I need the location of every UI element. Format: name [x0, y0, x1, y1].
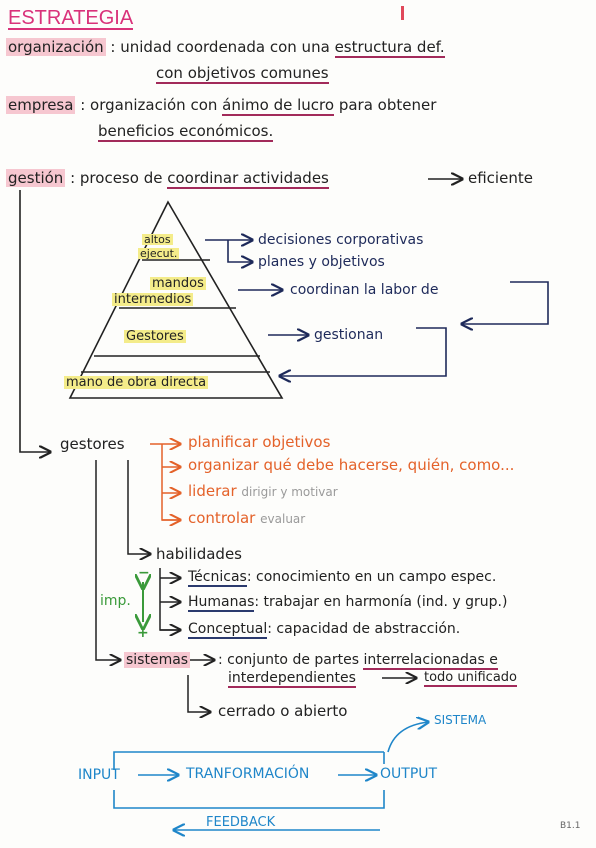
pyramid-result-decisiones: decisiones corporativas [258, 232, 424, 248]
def-empresa-line2: beneficios económicos. [98, 122, 274, 142]
pyramid-level-2-label-a: mandos [150, 276, 206, 291]
term-sistemas: sistemas [124, 652, 191, 668]
gestores-function-3-sub: dirigir y motivar [241, 485, 338, 499]
def-empresa-line2-text: beneficios económicos. [98, 122, 274, 142]
pyramid-level-1-label-b: ejecut. [138, 247, 180, 260]
habilidad-humanas-desc: : trabajar en harmonía (ind. y grup.) [254, 594, 508, 610]
sistemas-def-line1: : conjunto de partes interrelacionadas e [218, 652, 498, 670]
def-organizacion: organización : unidad coordenada con una… [6, 38, 445, 58]
pyramid-result-gestionan: gestionan [314, 327, 384, 343]
term-organizacion: organización [6, 38, 106, 56]
def-organizacion-line2: con objetivos comunes [156, 64, 329, 84]
gestores-function-4-sub: evaluar [260, 512, 306, 526]
red-tick-mark [401, 6, 404, 20]
system-input: INPUT [78, 767, 120, 783]
sistemas-def-text: : conjunto de partes [218, 652, 360, 668]
system-output: OUTPUT [380, 766, 438, 782]
def-empresa: empresa : organización con ánimo de lucr… [6, 96, 437, 116]
importance-minus: − [138, 565, 150, 581]
system-process: TRANFORMACIÓN [186, 766, 310, 782]
def-organizacion-line2-text: con objetivos comunes [156, 64, 329, 84]
def-gestion-text: : proceso de [70, 169, 163, 187]
term-empresa: empresa [6, 96, 76, 114]
importance-label: imp. [100, 593, 131, 609]
sistemas-def-line2-text: interdependientes [228, 670, 356, 688]
gestion-result: eficiente [468, 169, 533, 187]
habilidad-conceptual-name: Conceptual [188, 621, 268, 639]
pyramid-level-2-label-b: intermedios [112, 292, 194, 307]
gestores-function-1: planificar objetivos [188, 433, 331, 451]
system-top: SISTEMA [434, 713, 487, 727]
page-reference: B1.1 [560, 821, 581, 831]
pyramid-level-1-label-a: altos [142, 233, 173, 246]
habilidad-conceptual-desc: : capacidad de abstracción. [267, 621, 461, 637]
sistemas-def: sistemas [124, 652, 191, 668]
pyramid-result-coordinan: coordinan la labor de [290, 282, 439, 298]
habilidades-title: habilidades [156, 545, 243, 563]
habilidad-conceptual: Conceptual: capacidad de abstracción. [188, 621, 461, 639]
sistemas-sub: cerrado o abierto [218, 702, 348, 720]
sistemas-def-underline: interrelacionadas e [363, 652, 498, 670]
def-gestion-underline: coordinar actividades [167, 169, 329, 189]
gestores-function-4: controlar evaluar [188, 511, 305, 526]
habilidad-tecnicas-name: Técnicas [188, 569, 247, 587]
habilidad-humanas-name: Humanas [188, 594, 255, 612]
gestores-function-3-main: liderar [188, 482, 237, 500]
page-title: ESTRATEGIA [8, 7, 134, 30]
habilidad-tecnicas-desc: : conocimiento en un campo espec. [246, 569, 497, 585]
pyramid-level-3-label: Gestores [124, 329, 186, 344]
def-empresa-underline: ánimo de lucro [222, 96, 335, 116]
term-gestion: gestión [6, 169, 66, 187]
sistemas-todo-text: todo unificado [424, 670, 517, 687]
system-feedback: FEEDBACK [206, 815, 276, 830]
habilidad-humanas: Humanas: trabajar en harmonía (ind. y gr… [188, 594, 508, 612]
gestores-function-4-main: controlar [188, 509, 256, 527]
habilidad-tecnicas: Técnicas: conocimiento en un campo espec… [188, 569, 497, 587]
def-empresa-end: para obtener [338, 96, 437, 114]
def-organizacion-text: : unidad coordenada con una [110, 38, 330, 56]
gestores-title: gestores [60, 435, 125, 453]
def-gestion: gestión : proceso de coordinar actividad… [6, 169, 329, 189]
def-empresa-text: : organización con [80, 96, 218, 114]
pyramid-result-planes: planes y objetivos [258, 254, 385, 270]
gestores-function-2: organizar qué debe hacerse, quién, como.… [188, 456, 515, 474]
sistemas-todo: todo unificado [424, 670, 517, 687]
importance-plus: + [137, 625, 149, 641]
gestores-function-3: liderar dirigir y motivar [188, 484, 338, 499]
def-organizacion-underline: estructura def. [334, 38, 445, 58]
pyramid-level-4-label: mano de obra directa [64, 375, 209, 390]
sistemas-def-line2: interdependientes [228, 670, 356, 688]
